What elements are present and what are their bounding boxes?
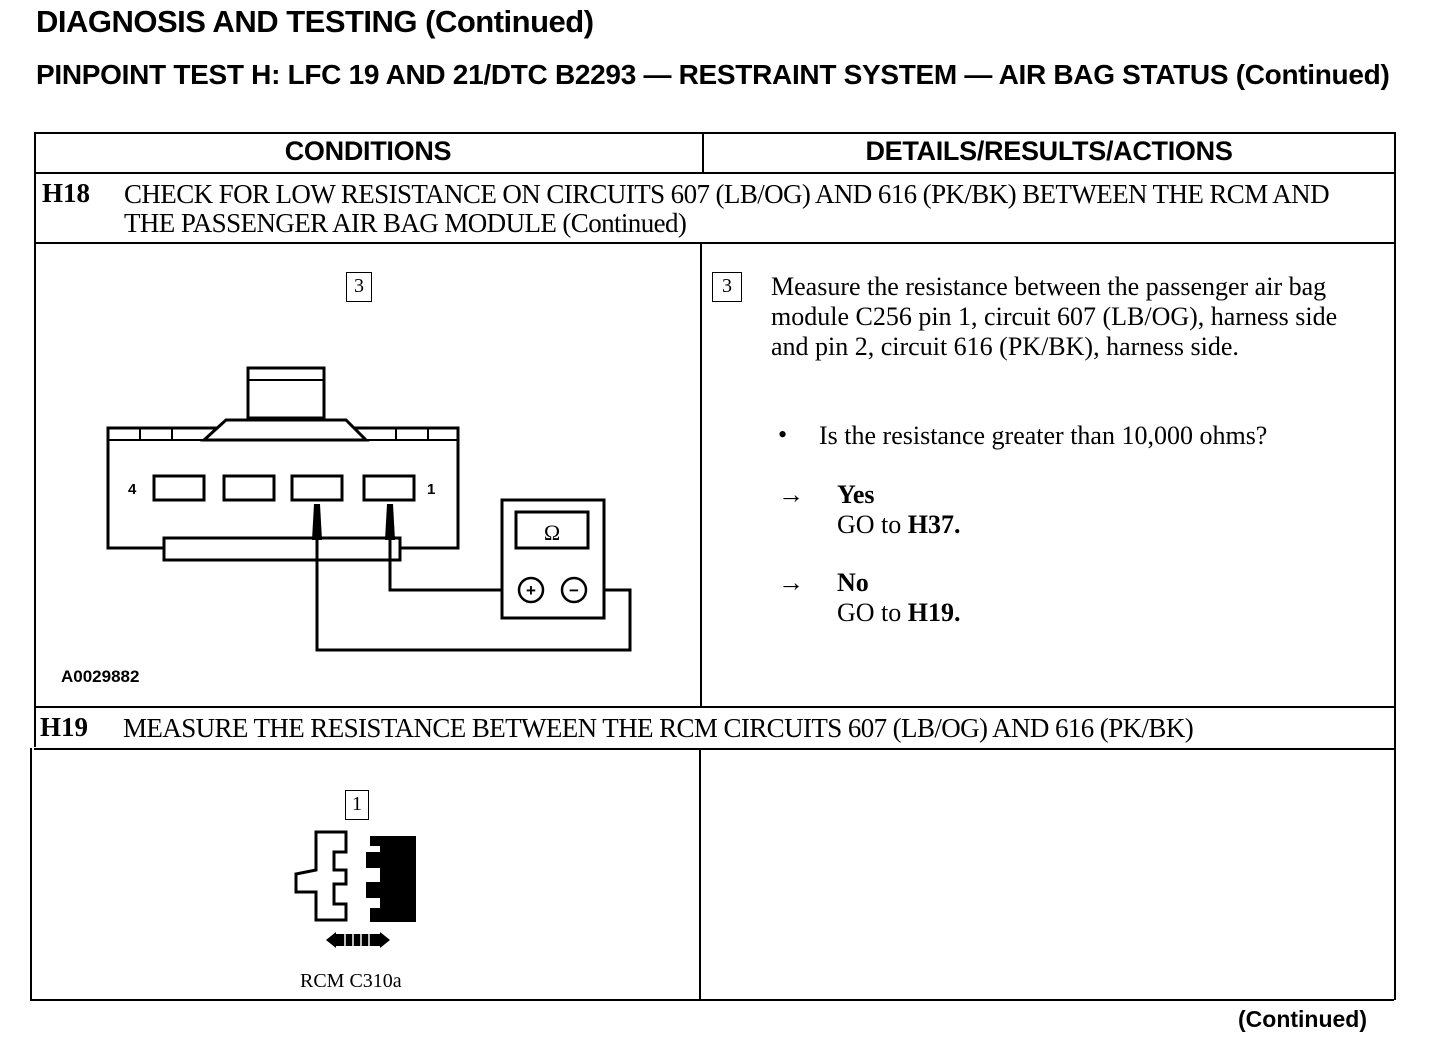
ohm-symbol: Ω (544, 520, 560, 545)
decision-question: Is the resistance greater than 10,000 oh… (819, 421, 1268, 450)
step-number-box: 3 (346, 272, 372, 302)
step-number-box: 3 (712, 272, 742, 302)
step-number-box: 1 (345, 790, 369, 820)
answer-no: No (837, 568, 869, 597)
goto-link-h19[interactable]: H19. (907, 598, 961, 627)
goto-link-h37[interactable]: H37. (907, 510, 961, 539)
step-id-h19: H19 (40, 712, 89, 742)
action-yes: GO to H37. (837, 510, 961, 539)
arrow-right-icon: → (778, 480, 804, 509)
figure-id: A0029882 (61, 667, 140, 686)
meter-minus: − (569, 581, 579, 600)
pin-label-1: 1 (427, 481, 435, 498)
action-no: GO to H19. (837, 598, 961, 627)
page-title: DIAGNOSIS AND TESTING (Continued) (36, 4, 594, 39)
ohmmeter-connector-diagram: 4 1 Ω + − (106, 366, 632, 652)
arrow-right-icon: → (778, 568, 804, 597)
conditions-header: CONDITIONS (284, 136, 452, 166)
bullet-icon: • (778, 420, 788, 449)
step-title-h19: MEASURE THE RESISTANCE BETWEEN THE RCM C… (123, 713, 1194, 743)
meter-plus: + (526, 581, 536, 600)
connector-disconnect-diagram (294, 830, 416, 948)
connector-label: RCM C310a (300, 970, 402, 992)
pin-label-4: 4 (128, 481, 137, 498)
continued-footer: (Continued) (1238, 1006, 1368, 1032)
step-instruction: Measure the resistance between the passe… (771, 272, 1338, 361)
step-id-h18: H18 (42, 178, 91, 208)
pinpoint-test-title: PINPOINT TEST H: LFC 19 AND 21/DTC B2293… (36, 59, 1390, 90)
answer-yes: Yes (837, 480, 875, 509)
step-title-h18: CHECK FOR LOW RESISTANCE ON CIRCUITS 607… (124, 179, 1330, 238)
details-header: DETAILS/RESULTS/ACTIONS (865, 136, 1233, 166)
